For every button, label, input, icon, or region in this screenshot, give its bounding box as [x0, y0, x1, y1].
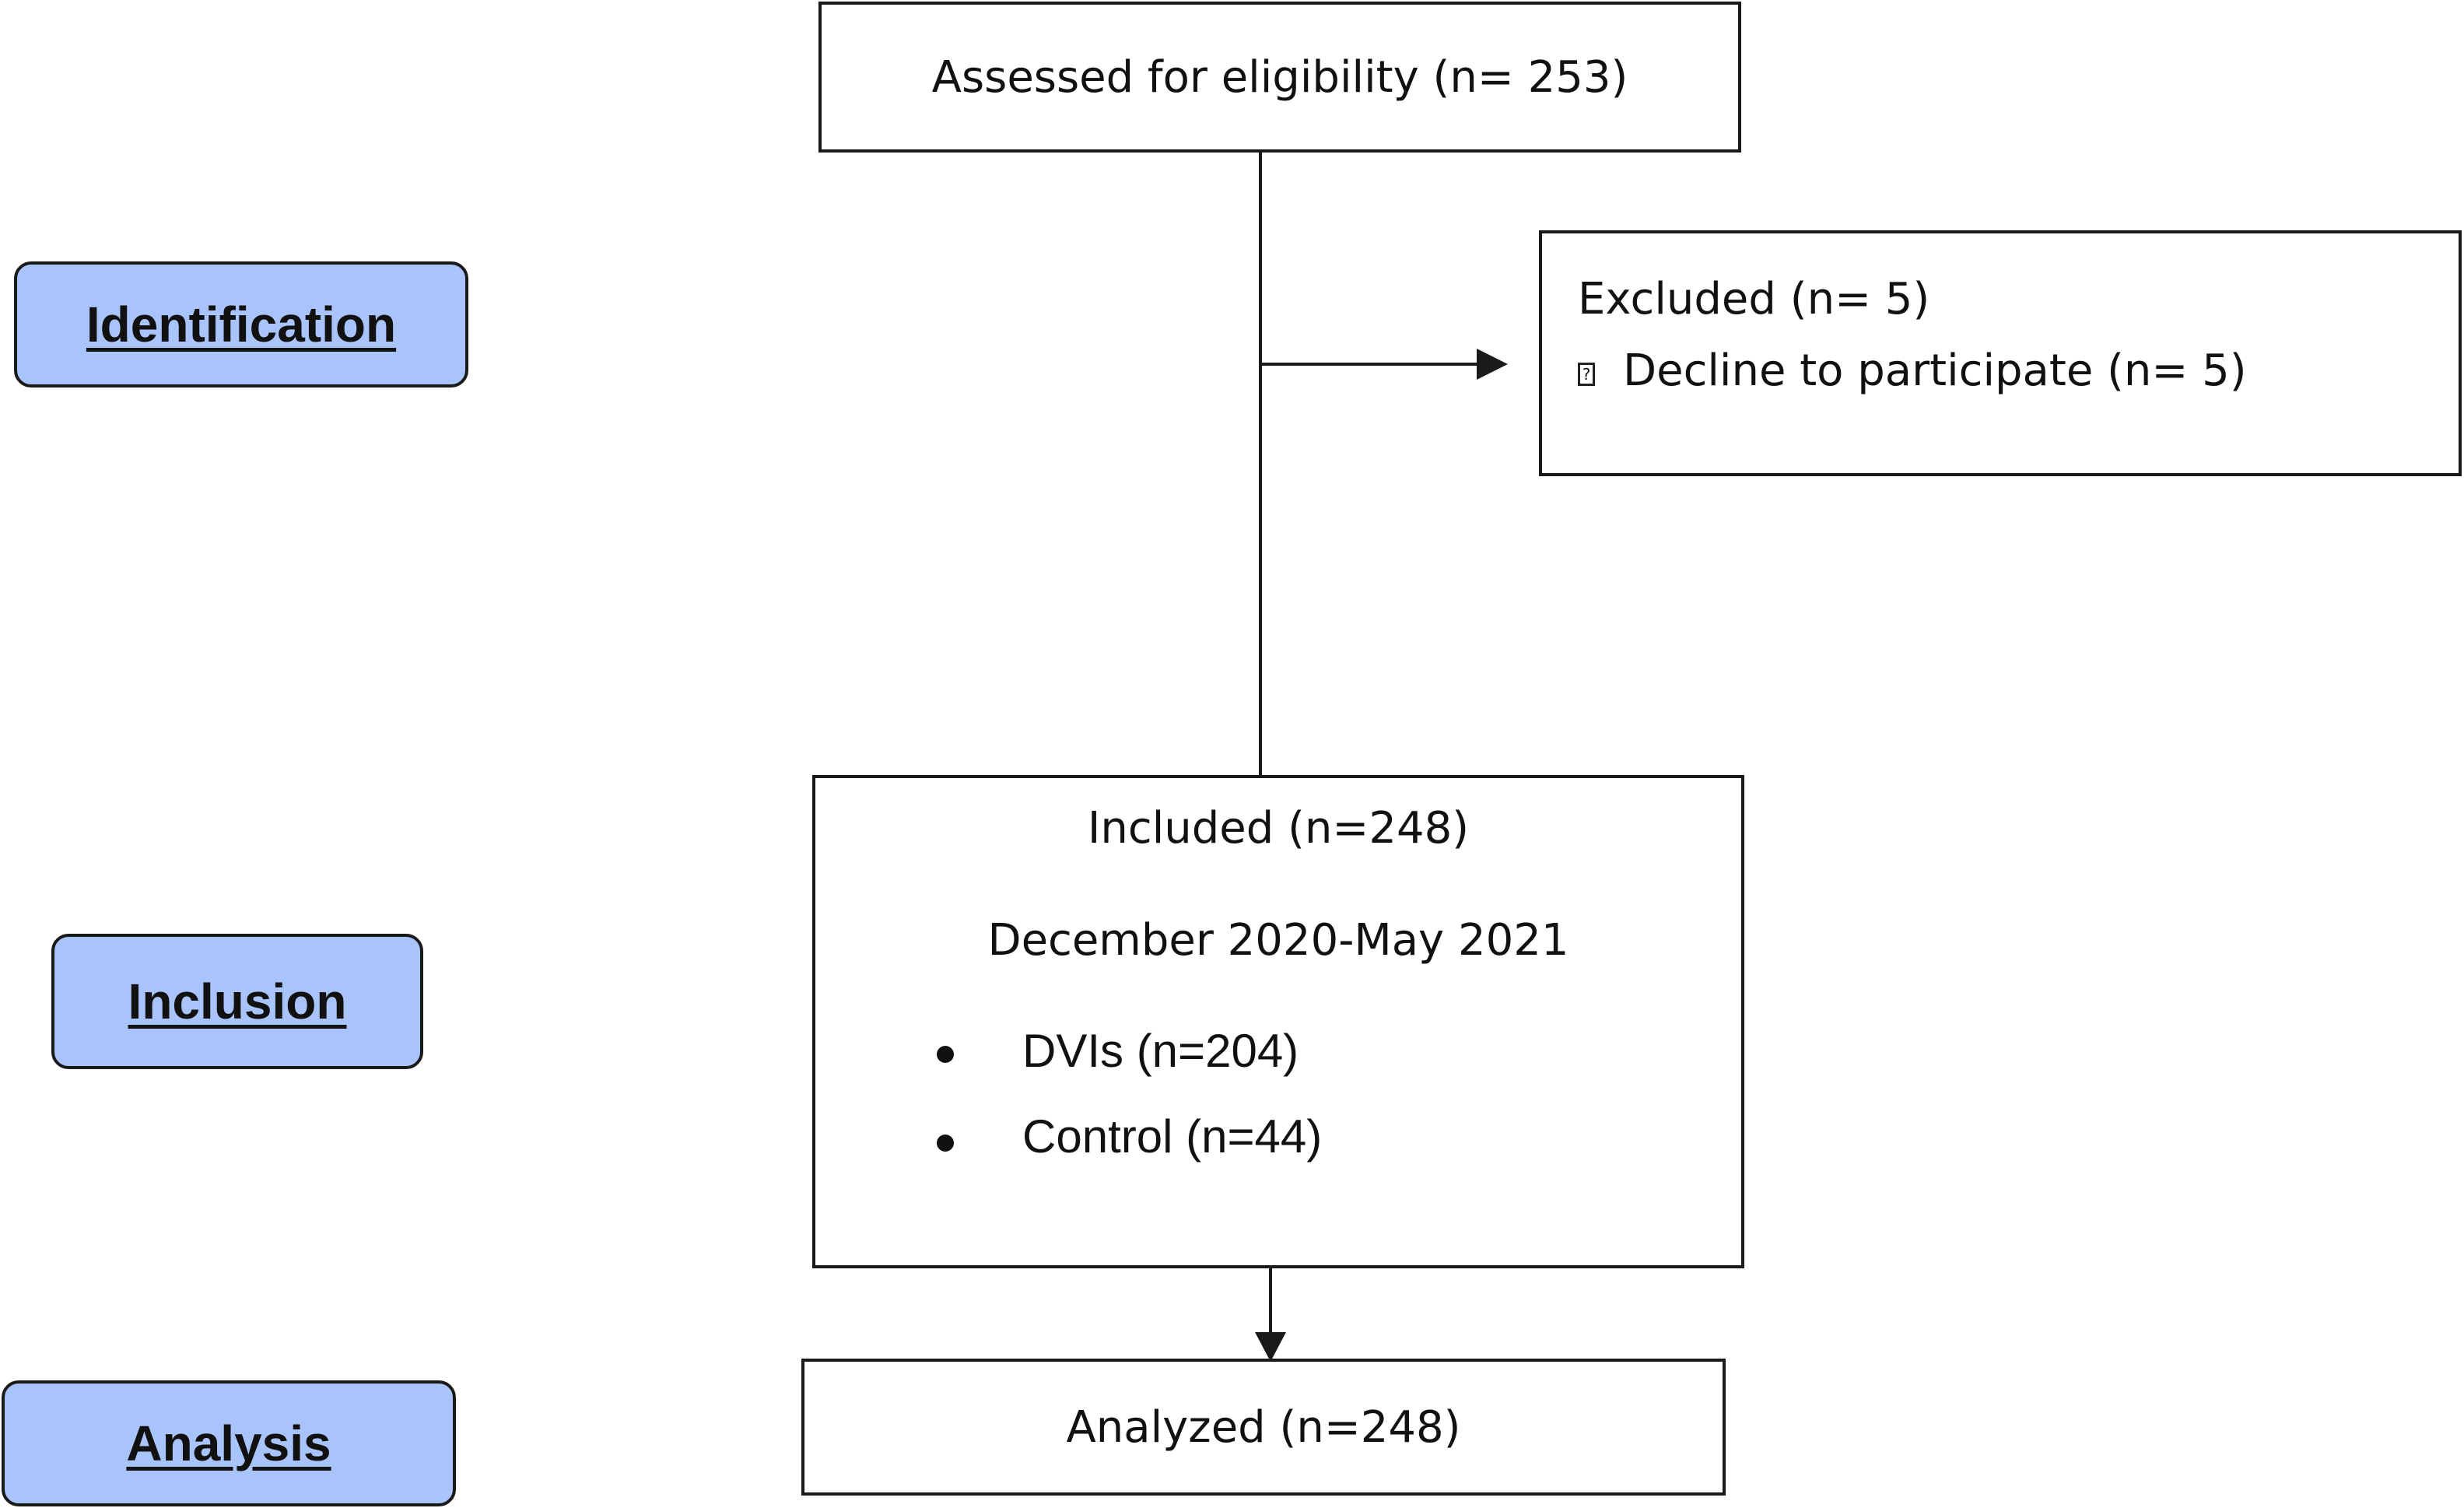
excluded-item: Decline to participate (n= 5) [1623, 345, 2247, 396]
stage-analysis: Analysis [2, 1380, 456, 1506]
stage-inclusion: Inclusion [51, 934, 423, 1069]
analyzed-box: Analyzed (n=248) [801, 1359, 1726, 1496]
stage-identification: Identification [14, 261, 468, 388]
analyzed-label: Analyzed (n=248) [1066, 1401, 1461, 1453]
included-box: Included (n=248) December 2020-May 2021 … [812, 775, 1744, 1268]
assessed-box: Assessed for eligibility (n= 253) [818, 2, 1741, 153]
excluded-box: Excluded (n= 5) ? Decline to participate… [1539, 230, 2462, 476]
bullet-dot-icon [937, 1046, 954, 1063]
assessed-label: Assessed for eligibility (n= 253) [931, 51, 1628, 103]
excluded-title: Excluded (n= 5) [1578, 274, 1930, 324]
stage-analysis-label: Analysis [126, 1415, 331, 1471]
arrowhead-to-analyzed [1255, 1332, 1286, 1362]
included-item-control: Control (n=44) [1022, 1110, 1323, 1163]
stage-identification-label: Identification [86, 296, 397, 352]
included-title: Included (n=248) [1087, 803, 1470, 854]
included-period: December 2020-May 2021 [987, 915, 1569, 966]
included-item-dvis: DVIs (n=204) [1022, 1025, 1299, 1077]
bullet-dot-icon [937, 1135, 954, 1152]
missing-glyph-icon: ? [1578, 363, 1595, 386]
arrowhead-to-excluded [1477, 349, 1508, 380]
stage-inclusion-label: Inclusion [128, 973, 347, 1029]
